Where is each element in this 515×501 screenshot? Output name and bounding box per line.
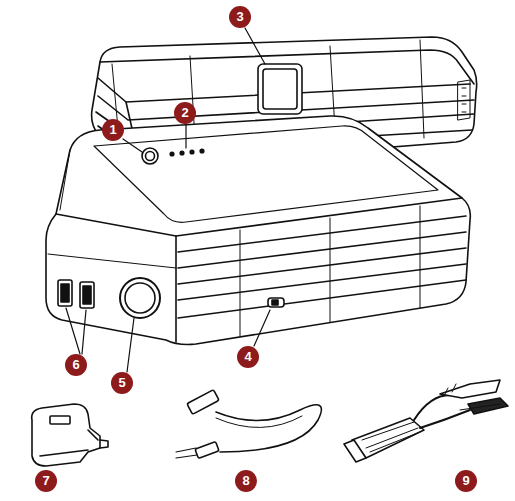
- usb-cable: [176, 390, 321, 459]
- car-charger: [32, 404, 108, 466]
- callout-number: 3: [229, 6, 251, 28]
- callout-number: 4: [237, 346, 259, 368]
- callout-number: 7: [35, 470, 57, 492]
- callout-number: 6: [65, 354, 87, 376]
- jumper-clamps: [344, 380, 508, 462]
- device-front-view: [46, 116, 470, 345]
- callout-number: 2: [174, 102, 196, 124]
- callout-number: 5: [111, 372, 133, 394]
- callout-number: 9: [455, 470, 477, 492]
- callout-number: 8: [235, 470, 257, 492]
- leader-lines: [66, 28, 270, 372]
- callout-number: 1: [102, 119, 124, 141]
